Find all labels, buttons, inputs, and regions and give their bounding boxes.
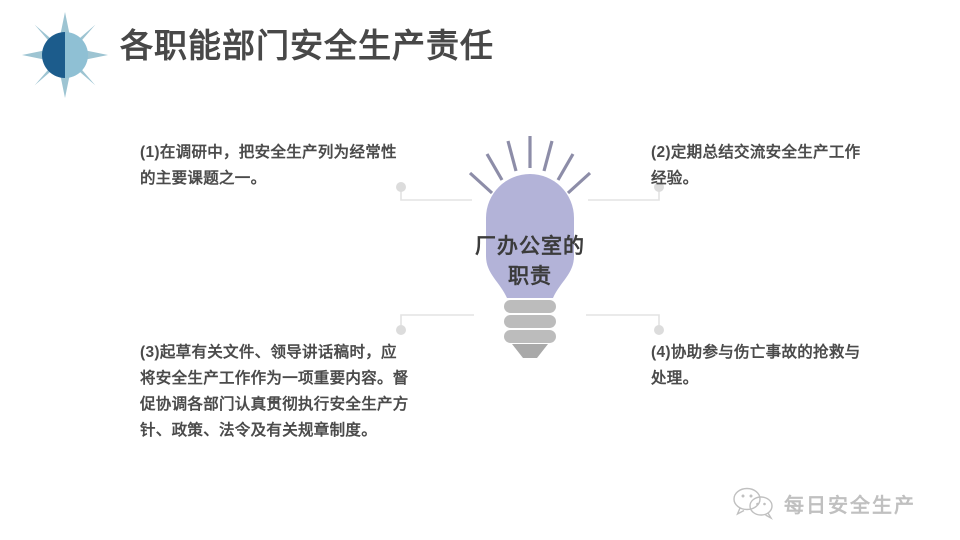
callout-item-1: (1)在调研中，把安全生产列为经常性的主要课题之一。 [140, 144, 397, 187]
center-label-line1: 厂办公室的 [475, 235, 585, 258]
callout-item-4: (4)协助参与伤亡事故的抢救与处理。 [651, 344, 861, 387]
callout-item-2: (2)定期总结交流安全生产工作经验。 [651, 144, 861, 187]
center-label-line2: 职责 [508, 265, 552, 288]
watermark: 每日安全生产 [732, 482, 942, 524]
callout-item-3: (3)起草有关文件、领导讲话稿时，应将安全生产工作作为一项重要内容。督促协调各部… [140, 344, 409, 439]
wechat-icon [732, 486, 776, 520]
watermark-text: 每日安全生产 [784, 494, 916, 517]
lightbulb-icon [440, 128, 620, 378]
center-label: 厂办公室的 职责 [420, 232, 640, 292]
page-header: 各职能部门安全生产责任 [0, 0, 960, 100]
sun-icon [22, 12, 108, 98]
page-title: 各职能部门安全生产责任 [120, 27, 494, 64]
